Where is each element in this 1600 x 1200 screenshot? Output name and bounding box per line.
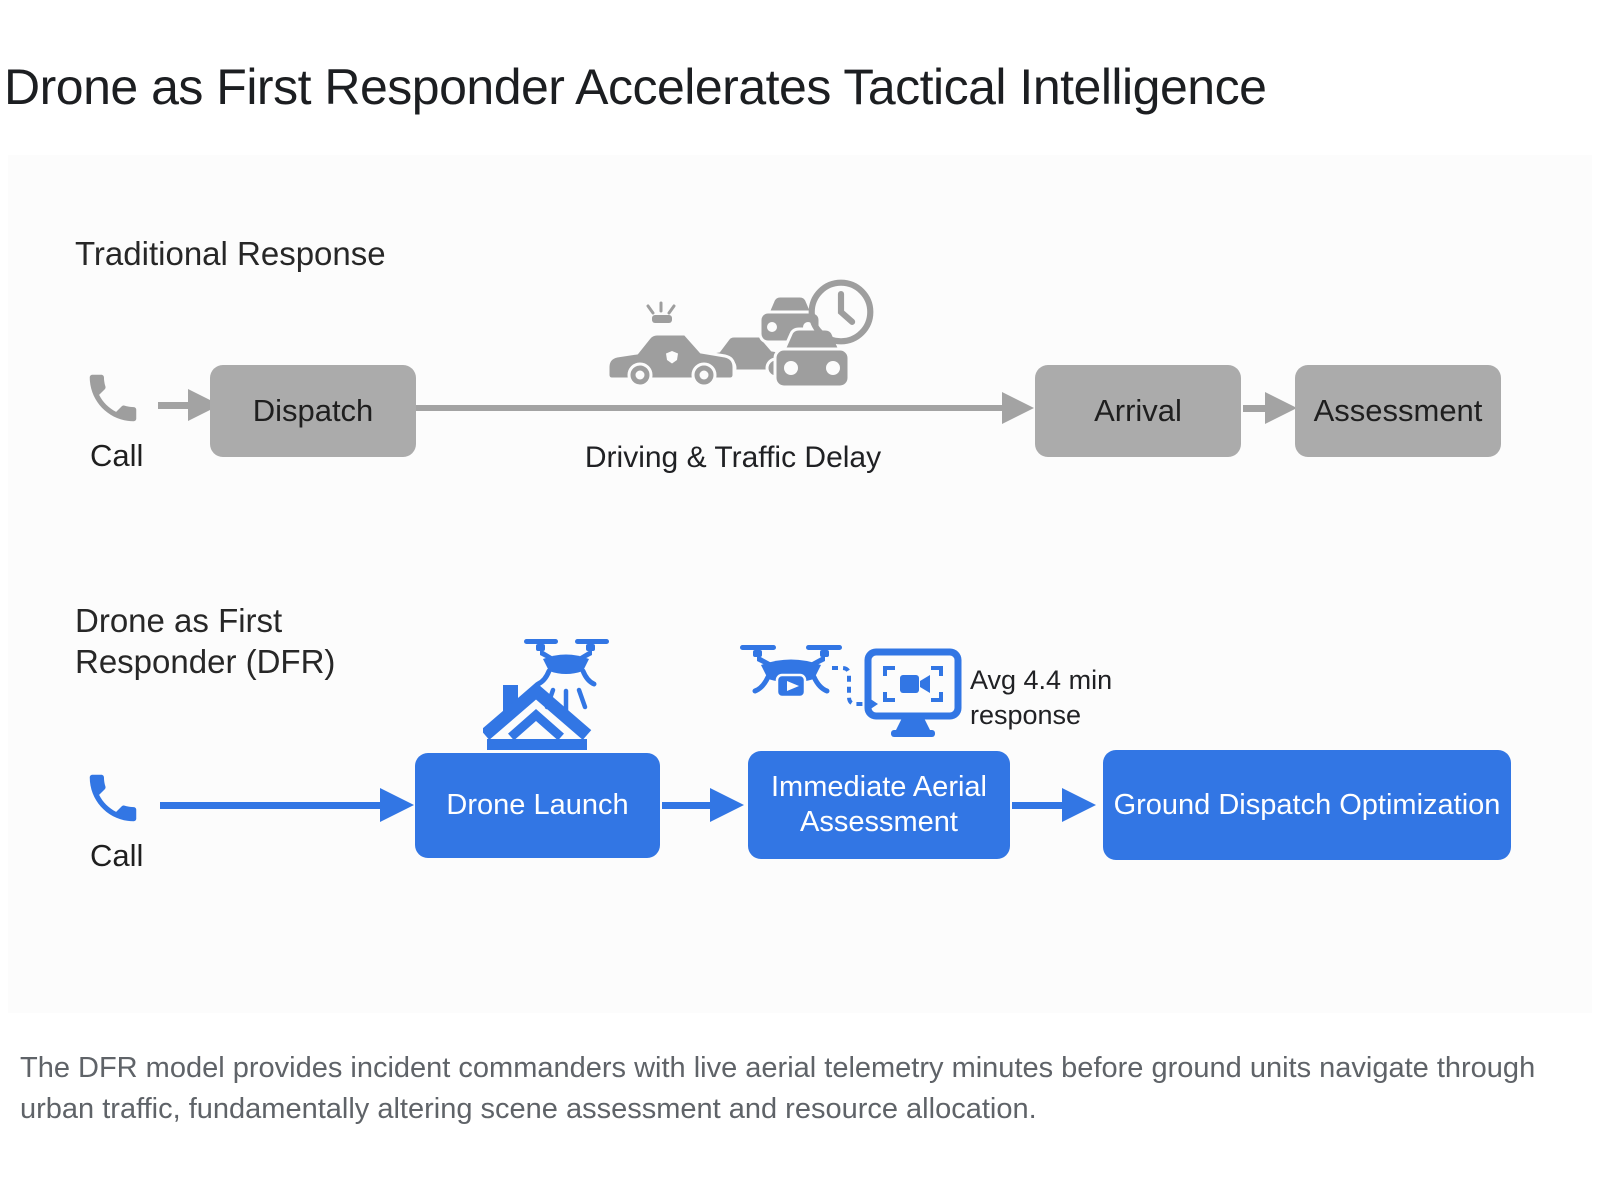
arrow-icon — [1002, 392, 1034, 424]
step-aerial-assessment: Immediate Aerial Assessment — [748, 751, 1010, 859]
step-ground-dispatch: Ground Dispatch Optimization — [1103, 750, 1511, 860]
connector-line — [158, 402, 190, 409]
step-arrival: Arrival — [1035, 365, 1241, 457]
monitor-video-icon — [864, 648, 962, 737]
comparison-diagram: Traditional Response Call Dispatch — [8, 155, 1592, 1013]
arrow-icon — [1265, 392, 1297, 424]
dfr-call-label: Call — [90, 838, 144, 873]
drone-over-house-icon — [483, 639, 609, 750]
step-drone-launch: Drone Launch — [415, 753, 660, 858]
clock-icon — [808, 279, 874, 345]
badge-icon — [666, 351, 678, 364]
arrow-icon — [1062, 788, 1096, 822]
traditional-section-label: Traditional Response — [75, 235, 386, 272]
police-car-icon — [606, 301, 736, 388]
delay-label: Driving & Traffic Delay — [584, 441, 882, 474]
traditional-call-label: Call — [90, 438, 144, 473]
delay-connector-line — [416, 405, 1006, 411]
dfr-section-label: Drone as First Responder (DFR) — [75, 602, 336, 681]
drone-camera-icon — [740, 645, 842, 699]
traffic-cars-icon — [606, 294, 851, 389]
arrow-icon — [380, 788, 414, 822]
connector-line — [160, 802, 382, 809]
response-note: Avg 4.4 min response — [970, 665, 1113, 731]
page-title: Drone as First Responder Accelerates Tac… — [4, 59, 1267, 115]
connector-line — [662, 802, 712, 809]
arrow-icon — [710, 788, 744, 822]
caption: The DFR model provides incident commande… — [20, 1052, 1536, 1126]
play-icon — [787, 681, 799, 691]
viewfinder-icon — [883, 666, 943, 702]
connector-line — [1243, 405, 1271, 412]
phone-icon — [89, 374, 137, 422]
drone-icon — [524, 639, 609, 687]
car-icon — [773, 327, 851, 389]
connector-line — [1012, 802, 1064, 809]
phone-icon — [89, 774, 137, 822]
step-dispatch: Dispatch — [210, 365, 416, 457]
step-assessment: Assessment — [1295, 365, 1501, 457]
house-icon — [483, 682, 592, 750]
video-camera-icon — [900, 675, 930, 693]
